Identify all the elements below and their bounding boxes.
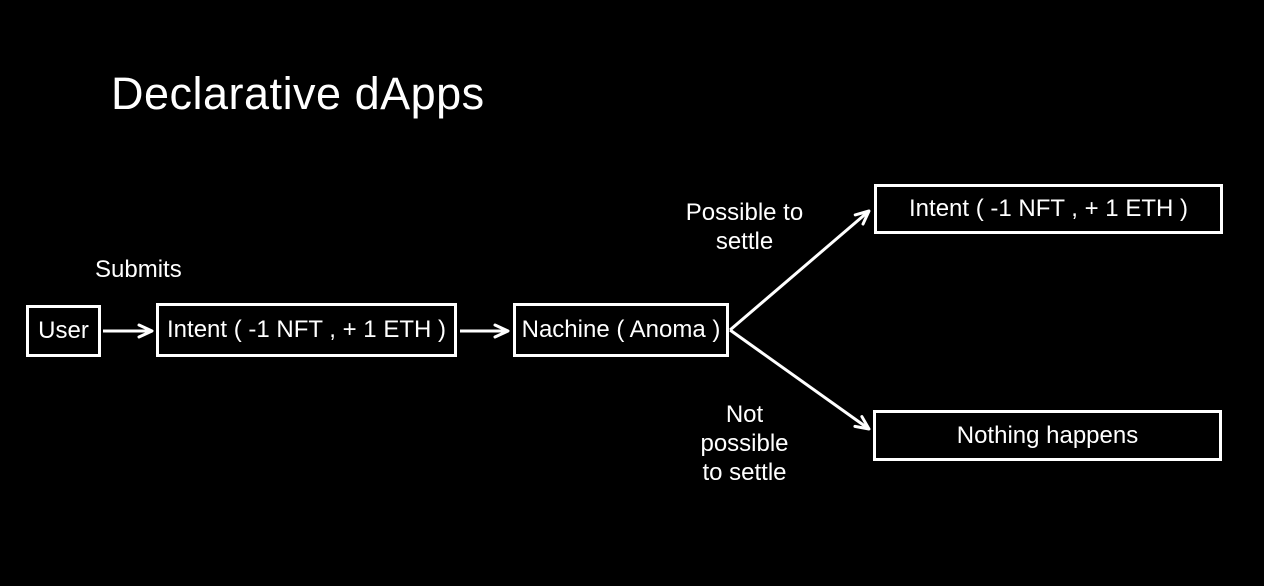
node-nothing-happens-label: Nothing happens [956,421,1139,449]
slide-title: Declarative dApps [111,68,485,119]
node-machine-anoma: Nachine ( Anoma ) [513,303,729,357]
submits-label: Submits [95,256,182,283]
node-intent-settled: Intent ( -1 NFT , + 1 ETH ) [874,184,1223,234]
node-intent-submitted: Intent ( -1 NFT , + 1 ETH ) [156,303,457,357]
possible-to-settle-label: Possible to settle [685,199,804,255]
node-intent-submitted-label: Intent ( -1 NFT , + 1 ETH ) [167,316,446,343]
node-user: User [26,305,101,357]
not-possible-to-settle-label: Not possible to settle [700,401,789,486]
node-machine-anoma-label: Nachine ( Anoma ) [521,316,721,343]
node-intent-settled-label: Intent ( -1 NFT , + 1 ETH ) [909,195,1188,222]
node-user-label: User [38,317,89,344]
node-nothing-happens: Nothing happens [873,410,1222,461]
